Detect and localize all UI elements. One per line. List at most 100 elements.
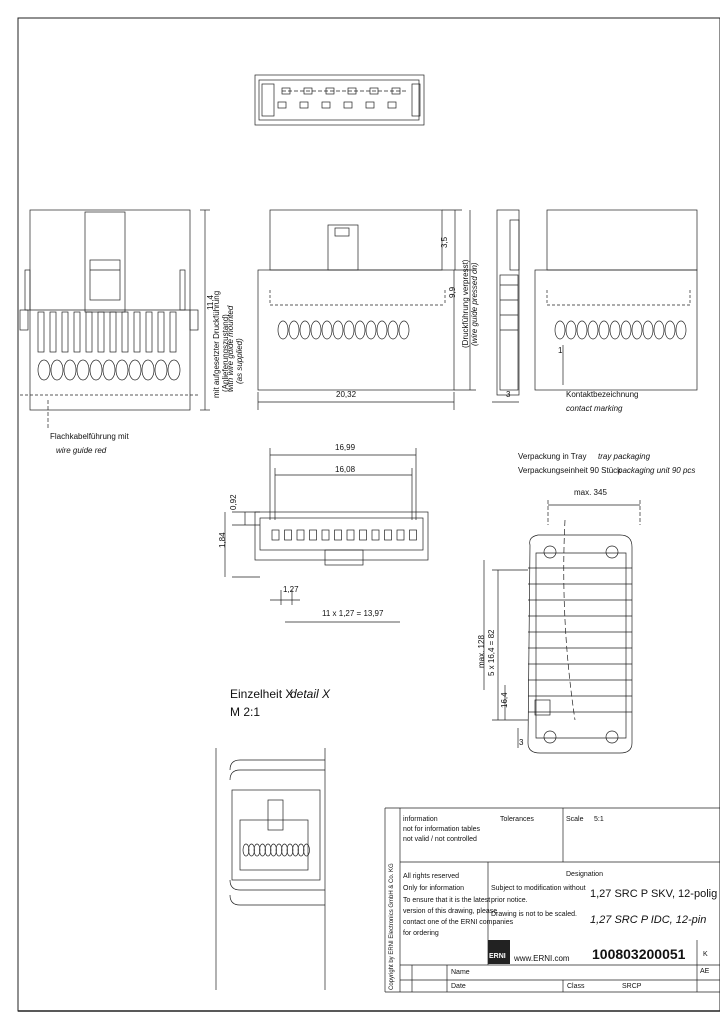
wire-coil bbox=[76, 359, 90, 381]
dim-tray-16-4: 16,4 bbox=[500, 692, 509, 708]
contact-coil bbox=[376, 320, 388, 340]
detail-title-de: Einzelheit X bbox=[230, 687, 294, 701]
note-tray-unit-en: packaging unit 90 pcs bbox=[618, 466, 696, 475]
contact-fin bbox=[157, 311, 165, 353]
contact-coil bbox=[664, 320, 676, 340]
contact-coil bbox=[299, 320, 311, 340]
note-unloaded-en: with wire guide mounted bbox=[226, 305, 235, 392]
wire-coil bbox=[115, 359, 129, 381]
contact-coil bbox=[310, 320, 322, 340]
contact-fin bbox=[121, 311, 129, 353]
erni-logo: ERNI bbox=[489, 953, 506, 960]
contact-coil bbox=[288, 320, 300, 340]
detail-title-en: detail X bbox=[290, 687, 331, 701]
tb-scale-value: 5:1 bbox=[594, 816, 604, 823]
wire-coil bbox=[248, 843, 255, 857]
dim-tray-3: 3 bbox=[519, 738, 524, 747]
contact-coil bbox=[554, 320, 566, 340]
contact-coil bbox=[365, 320, 377, 340]
wire-coil bbox=[286, 843, 294, 857]
pin-contact bbox=[296, 529, 305, 541]
tb-info-note-4: for ordering bbox=[403, 930, 439, 937]
note-contact-de: Kontaktbezeichnung bbox=[566, 390, 639, 399]
tb-part-number: 100803200051 bbox=[592, 946, 686, 962]
note-wire-guide-en: wire guide red bbox=[56, 446, 107, 455]
note-unloaded-en2: (as supplied) bbox=[235, 338, 244, 384]
dim-pitch-total: 11 x 1,27 = 13,97 bbox=[322, 609, 384, 618]
contact-coil bbox=[354, 320, 366, 340]
end-view bbox=[492, 209, 520, 403]
wire-coil bbox=[292, 843, 299, 857]
contact-fin bbox=[169, 311, 177, 353]
contact-fin bbox=[97, 311, 105, 353]
tb-class-value: SRCP bbox=[622, 983, 642, 990]
note-tray-unit-de: Verpackungseinheit 90 Stück bbox=[518, 466, 622, 475]
contact-fin bbox=[37, 311, 45, 353]
back-view bbox=[534, 209, 698, 391]
contact-coil bbox=[642, 320, 654, 340]
dim-tray-128: max. 128 bbox=[477, 635, 486, 668]
tb-info-note-3: contact one of the ERNI companies bbox=[403, 919, 514, 926]
note-loaded-de: (Druckführung verpresst) bbox=[461, 259, 470, 348]
contact-coil bbox=[332, 320, 344, 340]
pin-contact bbox=[303, 87, 313, 95]
wire-coil bbox=[37, 359, 51, 381]
tb-subject-1: Subject to modification without bbox=[491, 885, 586, 892]
tb-class-label: Class bbox=[567, 983, 585, 990]
note-tray-de: Verpackung in Tray bbox=[518, 452, 587, 461]
tb-subject-2: prior notice. bbox=[491, 897, 528, 904]
dim-1-84: 1,84 bbox=[218, 532, 227, 548]
pin-contact bbox=[384, 529, 392, 541]
contact-coil bbox=[653, 320, 665, 340]
contact-coil bbox=[321, 320, 333, 340]
wire-coil bbox=[253, 843, 261, 857]
pin-contact bbox=[365, 101, 375, 109]
pin-contact bbox=[396, 529, 405, 541]
dim-20-32: 20,32 bbox=[336, 390, 357, 399]
tb-info-3: not valid / not controlled bbox=[403, 836, 477, 843]
wire-coil bbox=[89, 359, 103, 381]
tb-scale-label: Scale bbox=[566, 816, 584, 823]
note-loaded-en: (wire guide pressed on) bbox=[470, 262, 479, 346]
top-view bbox=[254, 74, 425, 126]
pin-contact bbox=[347, 87, 357, 95]
wire-coil bbox=[128, 359, 142, 381]
tb-drawing-note: Drawing is not to be scaled. bbox=[491, 911, 577, 918]
pin-contact bbox=[277, 101, 287, 109]
dim-tray-345: max. 345 bbox=[574, 488, 607, 497]
side-view bbox=[257, 209, 476, 410]
title-block bbox=[384, 807, 720, 993]
tb-date-label: Date bbox=[451, 983, 466, 990]
tray-view bbox=[483, 500, 641, 754]
contact-coil bbox=[620, 320, 632, 340]
tb-rights: All rights reserved bbox=[403, 873, 460, 880]
wire-coil bbox=[63, 359, 77, 381]
pin-contact bbox=[391, 87, 401, 95]
contact-coil bbox=[277, 320, 289, 340]
tb-tolerances: Tolerances bbox=[500, 816, 534, 823]
contact-fin bbox=[145, 311, 153, 353]
pin-contact bbox=[359, 529, 367, 541]
dim-0-92: 0,92 bbox=[229, 494, 238, 510]
pin-contact bbox=[321, 529, 330, 541]
tb-designation-en: 1,27 SRC P IDC, 12-pin bbox=[590, 914, 707, 926]
tb-info-note-1: To ensure that it is the latest bbox=[403, 897, 491, 904]
pin-contact bbox=[299, 101, 309, 109]
note-wire-guide-de: Flachkabelführung mit bbox=[50, 432, 129, 441]
contact-coil bbox=[609, 320, 621, 340]
tb-info-note-2: version of this drawing, please bbox=[403, 908, 498, 915]
wire-coil bbox=[275, 843, 283, 857]
pin-contact bbox=[321, 101, 331, 109]
tb-sheet-mark: K bbox=[703, 951, 708, 958]
contact-fin bbox=[49, 311, 57, 353]
tb-name-label: Name bbox=[451, 969, 470, 976]
contact-coil bbox=[576, 320, 588, 340]
contact-coil bbox=[398, 320, 410, 340]
tb-info-2: not for information tables bbox=[403, 826, 481, 833]
pin-contact bbox=[387, 101, 397, 109]
tb-revision: AE bbox=[700, 968, 710, 975]
contact-coil bbox=[565, 320, 577, 340]
contact-fin bbox=[61, 311, 69, 353]
pin-contact bbox=[284, 529, 292, 541]
